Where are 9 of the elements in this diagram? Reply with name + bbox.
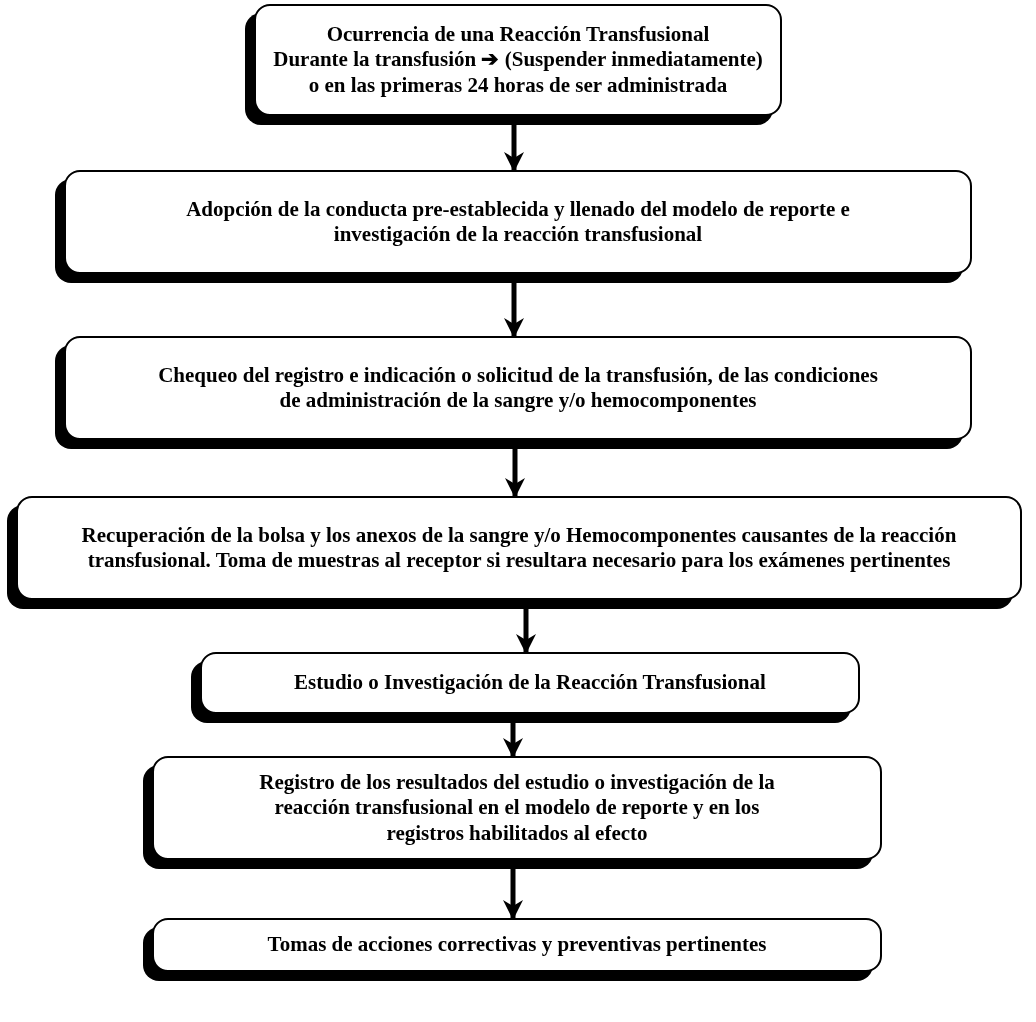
step-text: Durante la transfusión ➔ (Suspender inmediatamente) xyxy=(273,47,763,73)
step-text: Registro de los resultados del estudio o investigación de la reacción transfusional en el modelo de reporte y en los registros habilitados al efecto xyxy=(258,770,776,846)
step-text: Adopción de la conducta pre-establecida y llenado del modelo de reporte e investigación de la reacción transfusional xyxy=(185,196,851,248)
step-text: Recuperación de la bolsa y los anexos de la sangre y/o Hemocomponentes causantes de la reacción transfusional. Toma de muestras al receptor si resultara necesario para los exámenes pertinentes xyxy=(80,522,958,574)
step-text: Ocurrencia de una Reacción Transfusional xyxy=(326,22,710,48)
step-text: Tomas de acciones correctivas y preventivas pertinentes xyxy=(267,932,767,958)
step-text: o en las primeras 24 horas de ser administrada xyxy=(308,72,728,98)
step-text: Chequeo del registro e indicación o solicitud de la transfusión, de las condiciones de administración de la sangre y/o hemocomponentes xyxy=(157,362,879,414)
step-text: Estudio o Investigación de la Reacción Transfusional xyxy=(294,670,766,696)
